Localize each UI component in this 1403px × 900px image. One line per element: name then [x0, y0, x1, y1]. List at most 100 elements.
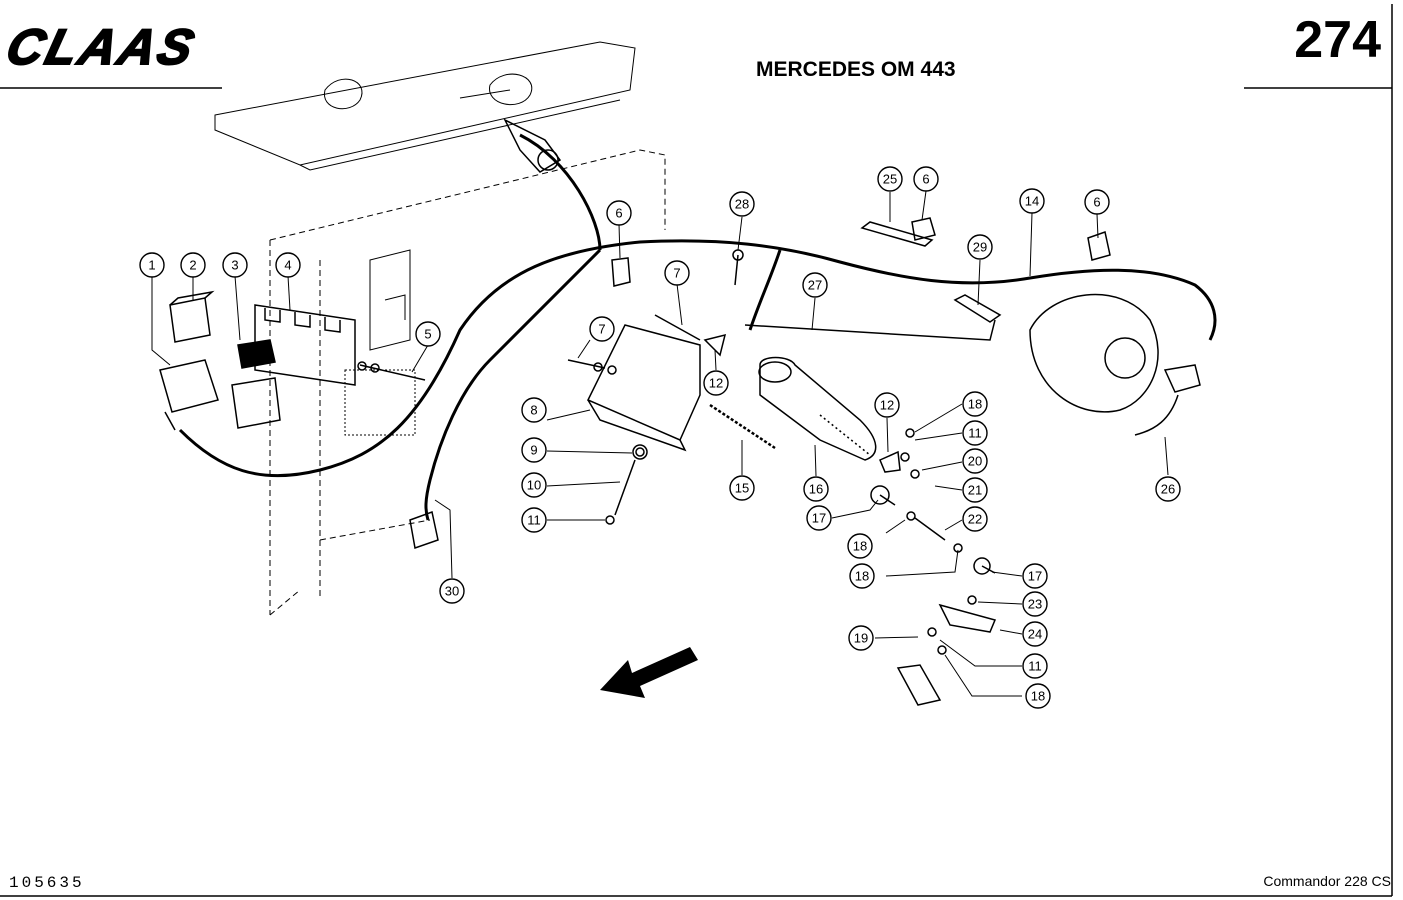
callout-c30: 30 [439, 578, 465, 604]
callout-label: 14 [1025, 194, 1039, 209]
callout-c18a: 18 [962, 391, 988, 417]
callout-label: 6 [615, 206, 622, 221]
lever-24 [938, 603, 997, 633]
relay-2 [169, 290, 215, 343]
callout-c24: 24 [1022, 621, 1048, 647]
callout-label: 8 [530, 403, 537, 418]
frame [0, 4, 1393, 897]
callout-label: 18 [855, 569, 869, 584]
clip-6c [1087, 231, 1111, 261]
callout-circle [962, 506, 988, 532]
callout-circle [848, 625, 874, 651]
leader-lines [151, 190, 1169, 697]
callout-circle [913, 166, 939, 192]
callout-circle [847, 533, 873, 559]
callout-label: 28 [735, 197, 749, 212]
callout-circle [1022, 653, 1048, 679]
callout-label: 29 [973, 240, 987, 255]
callout-label: 11 [968, 426, 982, 441]
callout-circle [729, 191, 755, 217]
callout-c7a: 7 [589, 316, 615, 342]
callout-label: 18 [853, 539, 867, 554]
callout-c21: 21 [962, 477, 988, 503]
callout-label: 25 [883, 172, 897, 187]
wiring-harness-14 [178, 133, 1217, 521]
callout-circle [1155, 476, 1181, 502]
callout-c11b: 11 [962, 420, 988, 446]
callout-circle [1019, 188, 1045, 214]
callout-label: 22 [968, 512, 982, 527]
callout-label: 15 [735, 481, 749, 496]
callout-label: 1 [148, 258, 155, 273]
callout-circle [521, 507, 547, 533]
callout-c3: 3 [222, 252, 248, 278]
spring-15 [709, 403, 776, 450]
callout-label: 9 [530, 443, 537, 458]
callout-label: 30 [445, 584, 459, 599]
callout-circle [521, 397, 547, 423]
callout-c27: 27 [802, 272, 828, 298]
callout-circle [275, 252, 301, 278]
bolt-7b [654, 314, 701, 341]
callout-c18c: 18 [849, 563, 875, 589]
model-name: Commandor 228 CS [1263, 873, 1391, 889]
mounting-plate-8 [586, 324, 701, 452]
callout-c18b: 18 [847, 533, 873, 559]
callout-label: 3 [231, 258, 238, 273]
callout-circle [962, 391, 988, 417]
callout-c6c: 6 [1084, 189, 1110, 215]
callout-c12a: 12 [703, 370, 729, 396]
callout-c28: 28 [729, 191, 755, 217]
bracket-12a [703, 333, 727, 357]
callout-c22: 22 [962, 506, 988, 532]
callout-circle [1025, 683, 1051, 709]
callout-circle [874, 392, 900, 418]
callout-c20: 20 [962, 448, 988, 474]
callout-label: 12 [709, 376, 723, 391]
callout-circle [222, 252, 248, 278]
callout-circle [1022, 591, 1048, 617]
callout-label: 18 [968, 397, 982, 412]
callout-label: 21 [968, 483, 982, 498]
callout-c14: 14 [1019, 188, 1045, 214]
callout-c5: 5 [415, 321, 441, 347]
callout-label: 23 [1028, 597, 1042, 612]
linkage-lower [896, 664, 942, 706]
screw-5 [357, 361, 426, 381]
callout-label: 10 [527, 478, 541, 493]
callout-circle [439, 578, 465, 604]
callout-label: 26 [1161, 482, 1175, 497]
callout-label: 16 [809, 482, 823, 497]
callout-label: 11 [527, 513, 541, 528]
callout-c2: 2 [180, 252, 206, 278]
callout-circle [802, 272, 828, 298]
rod-27 [744, 319, 996, 341]
callout-label: 7 [673, 266, 680, 281]
callout-c7b: 7 [664, 260, 690, 286]
plate-25 [860, 221, 934, 247]
callout-c6b: 6 [913, 166, 939, 192]
callout-c4: 4 [275, 252, 301, 278]
solenoid-16 [758, 356, 877, 461]
bolt-7a [567, 359, 606, 369]
callout-label: 17 [812, 511, 826, 526]
callout-label: 27 [808, 278, 822, 293]
callout-circle [962, 477, 988, 503]
page-number: 274 [1294, 11, 1381, 69]
clip-6a [611, 257, 631, 287]
pin-22 [914, 517, 946, 541]
callout-circle [962, 420, 988, 446]
callout-c23: 23 [1022, 591, 1048, 617]
callout-c17b: 17 [1022, 563, 1048, 589]
callout-c12b: 12 [874, 392, 900, 418]
callout-c1: 1 [139, 252, 165, 278]
callout-circle [139, 252, 165, 278]
callout-c11a: 11 [521, 507, 547, 533]
callout-circle [849, 563, 875, 589]
callout-label: 20 [968, 454, 982, 469]
callout-label: 19 [854, 631, 868, 646]
callout-circle [877, 166, 903, 192]
callout-label: 17 [1028, 569, 1042, 584]
callout-c16: 16 [803, 476, 829, 502]
callout-circle [806, 505, 832, 531]
